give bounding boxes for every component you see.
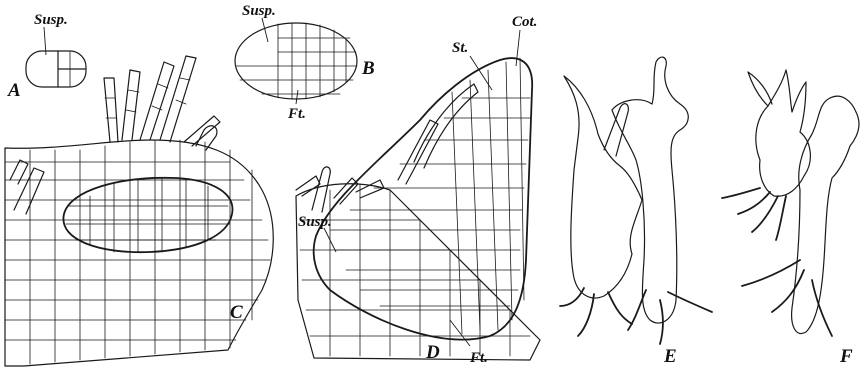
panel-d-ft-leader xyxy=(450,320,470,346)
panel-d-cot-leader xyxy=(516,30,520,66)
panel-d-st-label: St. xyxy=(452,40,468,56)
panel-b-embryo-drawing xyxy=(235,23,357,99)
panel-d-cot-label: Cot. xyxy=(512,14,537,30)
panel-d-label: D xyxy=(425,342,440,363)
panel-f-label: F xyxy=(839,346,853,367)
panel-a: Susp. A xyxy=(7,12,86,101)
panel-d-susp-label: Susp. xyxy=(298,214,332,230)
panel-b-ft-label: Ft. xyxy=(287,106,306,122)
panel-b-susp-label: Susp. xyxy=(242,3,276,19)
panel-a-label: A xyxy=(7,80,21,101)
panel-b-susp-leader xyxy=(262,18,268,42)
panel-b: Susp. Ft. B xyxy=(235,3,375,122)
panel-b-ft-leader xyxy=(296,90,298,104)
panel-a-susp-label: Susp. xyxy=(34,12,68,28)
panel-f-sporeling-drawing xyxy=(722,70,859,336)
panel-b-label: B xyxy=(361,58,375,79)
panel-a-embryo-drawing xyxy=(26,51,86,87)
panel-d: St. Cot. Susp. Ft. D xyxy=(296,14,540,366)
panel-e-sporeling-drawing xyxy=(560,57,712,344)
panel-e: E xyxy=(560,57,712,367)
panel-d-tissue-drawing xyxy=(296,58,540,360)
panel-e-label: E xyxy=(663,346,677,367)
panel-c: C xyxy=(5,56,273,366)
panel-f: F xyxy=(722,70,859,367)
panel-c-label: C xyxy=(230,302,243,323)
panel-d-ft-label: Ft. xyxy=(469,350,488,366)
